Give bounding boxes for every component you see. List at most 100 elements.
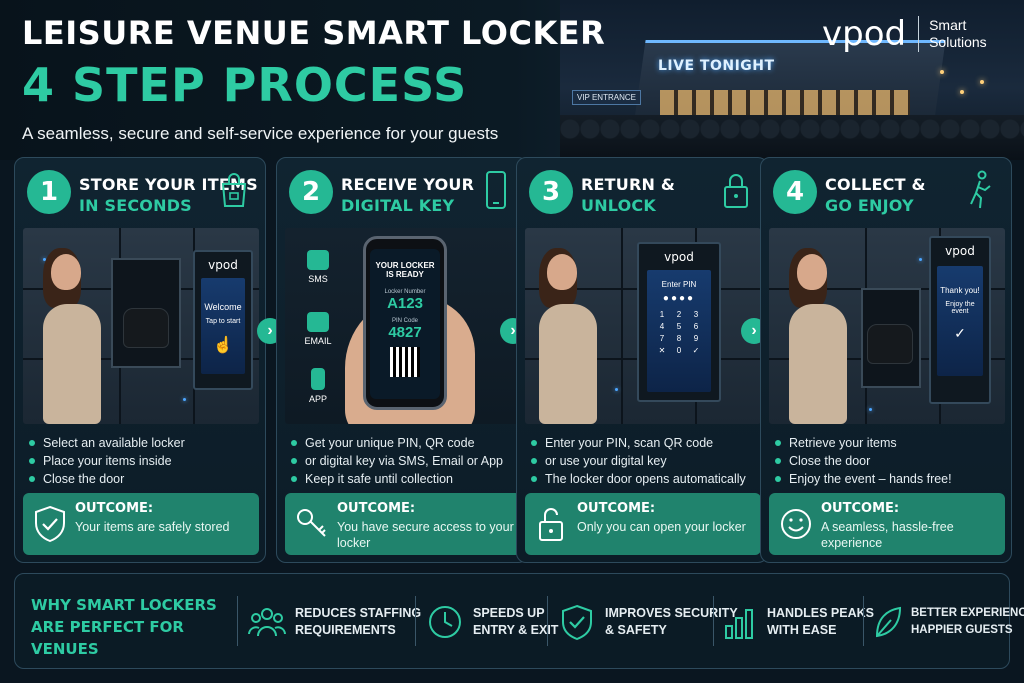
benefit-text: BETTER EXPERIENCE, HAPPIER GUESTS (911, 605, 1024, 639)
unlocked-padlock-icon (539, 508, 563, 541)
outcome-box: OUTCOME: Your items are safely stored (23, 493, 259, 555)
shopping-bag-lock-icon (221, 173, 247, 207)
keypad-key[interactable]: 4 (659, 322, 665, 331)
step-photo: SMS EMAIL APP YOUR LOCKER IS READY Locke… (285, 228, 521, 424)
step-title: STORE YOUR ITEMS (79, 175, 258, 194)
street-light (960, 90, 964, 94)
shield-check-icon (35, 505, 65, 543)
smartphone-icon (486, 171, 506, 209)
step-title-accent: UNLOCK (581, 196, 656, 215)
keypad-key[interactable]: 1 (659, 310, 665, 319)
keypad-key[interactable]: 0 (676, 346, 682, 355)
smiley-icon (781, 509, 811, 539)
locker-number-label: Locker Number (384, 289, 426, 295)
outcome-text: Your items are safely stored (75, 520, 230, 534)
bullet: Close the door (29, 470, 185, 488)
benefit-line2: ENTRY & EXIT (473, 623, 559, 637)
locker-kiosk: vpod Thank you! Enjoy the event ✓ (929, 236, 991, 404)
outcome-label: OUTCOME: (577, 501, 656, 516)
step-number: 3 (529, 170, 573, 214)
benefit-text: HANDLES PEAKS WITH EASE (767, 605, 874, 639)
keypad-key[interactable]: 2 (676, 310, 682, 319)
pin-dots: ●●●● (662, 293, 696, 304)
step-photo: vpod Enter PIN ●●●● 1 2 3 4 5 6 7 8 9 ✕ … (525, 228, 761, 424)
keypad-key[interactable]: 7 (659, 334, 665, 343)
kiosk-logo: vpod (945, 244, 975, 258)
keypad-key[interactable]: 3 (693, 310, 699, 319)
benefit-line2: & SAFETY (605, 623, 667, 637)
step-photo: vpod Welcome Tap to start ☝ (23, 228, 259, 424)
vip-sign: VIP ENTRANCE (572, 90, 641, 105)
kiosk-logo: vpod (664, 250, 694, 264)
step-title: COLLECT & (825, 175, 926, 194)
bullet: Close the door (775, 452, 952, 470)
benefit-line1: REDUCES STAFFING (295, 606, 422, 620)
screen-line1: Thank you! (940, 286, 980, 295)
bullet: or digital key via SMS, Email or App (291, 452, 503, 470)
step-bullets: Enter your PIN, scan QR code or use your… (531, 434, 746, 488)
page-subtitle: A seamless, secure and self-service expe… (22, 124, 499, 143)
chat-bubble-icon (307, 250, 329, 270)
page-title: LEISURE VENUE SMART LOCKER (22, 14, 606, 52)
channel-app: APP (301, 368, 335, 404)
phone: YOUR LOCKER IS READY Locker Number A123 … (363, 236, 447, 410)
check-circle-icon: ✓ (954, 325, 966, 341)
keypad-key[interactable]: 6 (693, 322, 699, 331)
benefit-item: HANDLES PEAKS WITH EASE (713, 592, 874, 652)
brand-tag-line2: Solutions (929, 34, 987, 50)
step-number: 2 (289, 170, 333, 214)
keypad-key[interactable]: ✓ (692, 346, 700, 355)
benefit-line1: IMPROVES SECURITY (605, 606, 738, 620)
step-card-2: 2 RECEIVE YOUR DIGITAL KEY SMS EMAIL APP… (276, 157, 528, 563)
kiosk-screen: Enter PIN ●●●● 1 2 3 4 5 6 7 8 9 ✕ 0 ✓ (647, 270, 711, 392)
divider (415, 596, 416, 646)
phone-heading-2: IS READY (386, 270, 424, 279)
keypad-key[interactable]: 8 (676, 334, 682, 343)
outcome-label: OUTCOME: (75, 501, 154, 516)
bullet: Get your unique PIN, QR code (291, 434, 503, 452)
step-photo: vpod Thank you! Enjoy the event ✓ (769, 228, 1005, 424)
divider (547, 596, 548, 646)
channel-sms: SMS (301, 250, 335, 284)
divider (237, 596, 238, 646)
outcome-box: OUTCOME: Only you can open your locker (525, 493, 761, 555)
tap-hand-icon: ☝ (213, 337, 233, 354)
step-number: 1 (27, 170, 71, 214)
benefit-text: IMPROVES SECURITY & SAFETY (605, 605, 738, 639)
brand-divider (918, 16, 920, 52)
benefit-line1: SPEEDS UP (473, 606, 545, 620)
phone-screen: YOUR LOCKER IS READY Locker Number A123 … (370, 249, 440, 399)
benefit-item: REDUCES STAFFING REQUIREMENTS (237, 592, 422, 652)
benefits-heading-line1: WHY SMART LOCKERS (31, 596, 217, 614)
keypad-key[interactable]: 9 (693, 334, 699, 343)
bar-chart-icon (725, 609, 753, 639)
benefit-line2: REQUIREMENTS (295, 623, 396, 637)
benefit-line2: HAPPIER GUESTS (911, 624, 1013, 636)
brand-logo-block: vpod Smart Solutions (822, 14, 987, 54)
benefit-line1: BETTER EXPERIENCE, (911, 607, 1024, 619)
keypad-key[interactable]: ✕ (658, 346, 666, 355)
step-card-4: 4 COLLECT & GO ENJOY vpod Thank you! Enj… (760, 157, 1012, 563)
step-title: RECEIVE YOUR (341, 175, 475, 194)
walking-person-icon (970, 170, 991, 209)
bullet: Retrieve your items (775, 434, 952, 452)
venue-photo: LIVE TONIGHT VIP ENTRANCE (560, 0, 1024, 160)
key-icon (297, 509, 326, 537)
outcome-label: OUTCOME: (821, 501, 900, 516)
phone-heading: YOUR LOCKER (375, 261, 435, 270)
benefit-line2: WITH EASE (767, 623, 837, 637)
bag (123, 308, 169, 348)
locker-number-value: A123 (387, 295, 423, 312)
keypad-key[interactable]: 5 (676, 322, 682, 331)
step-title-accent: DIGITAL KEY (341, 196, 455, 215)
locker-kiosk: vpod Enter PIN ●●●● 1 2 3 4 5 6 7 8 9 ✕ … (637, 242, 721, 402)
shield-check-icon (562, 604, 592, 641)
street-light (940, 70, 944, 74)
screen-line1: Welcome (204, 302, 242, 312)
qr-code-icon (390, 347, 420, 377)
outcome-box: OUTCOME: You have secure access to your … (285, 493, 521, 555)
bullet: Enter your PIN, scan QR code (531, 434, 746, 452)
step-number: 4 (773, 170, 817, 214)
kiosk-logo: vpod (208, 258, 238, 272)
bullet: Keep it safe until collection (291, 470, 503, 488)
